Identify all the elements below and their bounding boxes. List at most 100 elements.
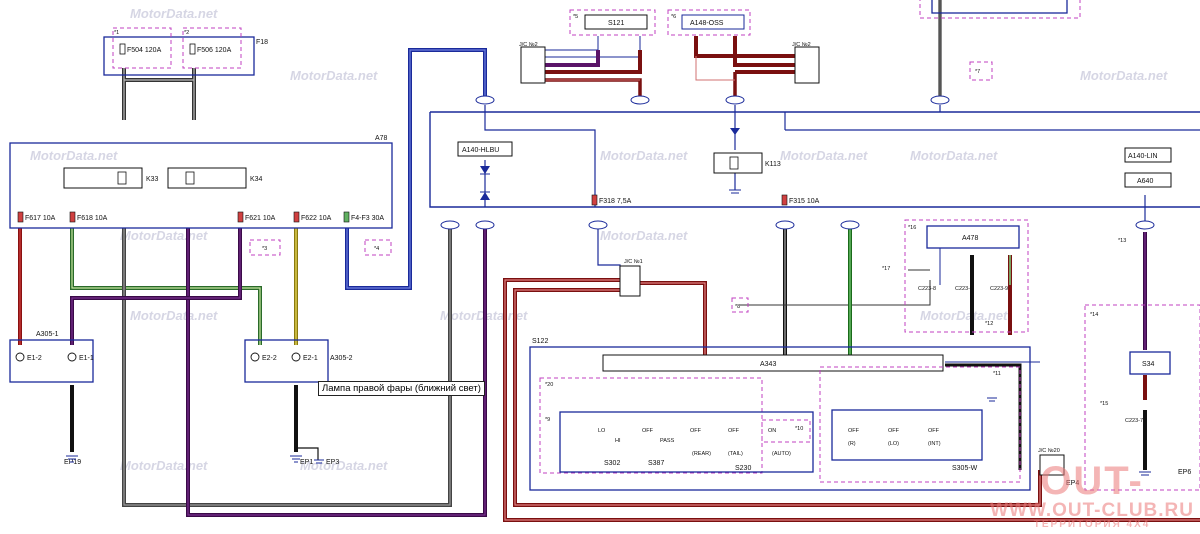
fuse-f504-label: F504 120A [127, 47, 162, 54]
relay-k34-label: K34 [250, 176, 263, 183]
c2238-label: C223-8 [918, 286, 936, 292]
lamp-e1-1-label: E1-1 [79, 355, 94, 362]
marker-10: *10 [795, 426, 803, 432]
relay-k33-label: K33 [146, 176, 159, 183]
marker-2: *2 [184, 30, 189, 36]
f18-label: F18 [256, 39, 268, 46]
watermark-text: MotorData.net [120, 228, 208, 243]
a343-label: A343 [760, 361, 776, 368]
fuse-f315: F315 10A [781, 194, 820, 206]
watermark-text: MotorData.net [910, 148, 998, 163]
fuse-f4f3-label: F4-F3 30A [351, 215, 384, 222]
module-a140-lin: A140-LIN A640 [1124, 147, 1172, 188]
sw-off2: OFF [690, 428, 702, 434]
ground-ep6-label: EP6 [1178, 469, 1191, 476]
marker-1: *1 [114, 30, 119, 36]
marker-14: *14 [1090, 312, 1098, 318]
fuse-f318-label: F318 7,5A [599, 198, 632, 205]
switch-s302-label: S302 [604, 460, 620, 467]
wires [18, 0, 1200, 522]
a305-1-label: A305-1 [36, 331, 59, 338]
ground-ep3-label: EP3 [326, 459, 339, 466]
hover-tooltip: Лампа правой фары (ближний свет) [318, 381, 485, 396]
ground-symbols [66, 189, 1151, 476]
sw-on1: ON [768, 428, 776, 434]
sw-lo2: (LO) [888, 441, 899, 447]
a640-label: A640 [1137, 178, 1153, 185]
sw-int: (INT) [928, 441, 941, 447]
headlamp-a305-1: A305-1 E1-2 E1-1 EP19 [9, 331, 94, 466]
lamp-e1-2-label: E1-2 [27, 355, 42, 362]
switch-s230-label: S230 [735, 465, 751, 472]
watermark-text: MotorData.net [120, 458, 208, 473]
watermark-text: MotorData.net [920, 308, 1008, 323]
sw-off3: OFF [728, 428, 740, 434]
fuse-f622-label: F622 10A [301, 215, 332, 222]
watermark-text: MotorData.net [300, 458, 388, 473]
fuse-f318: F318 7,5A [591, 194, 632, 206]
lamp-e2-2-label: E2-2 [262, 355, 277, 362]
s122-label: S122 [532, 338, 548, 345]
fuse-block-f18: *1 *2 F504 120A F506 120A F18 [103, 27, 268, 76]
sw-off-lo: OFF [888, 428, 900, 434]
sw-r: (R) [848, 441, 856, 447]
sw-lo: LO [598, 428, 606, 434]
switch-s305w-label: S305-W [952, 465, 978, 472]
marker-7: *7 [975, 69, 980, 75]
jc2b-label: J/C №2 [792, 42, 811, 48]
watermark-text: MotorData.net [30, 148, 118, 163]
marker-6: *6 [671, 14, 676, 20]
a478-label: A478 [962, 235, 978, 242]
fuse-f617-label: F617 10A [25, 215, 56, 222]
fuse-f315-label: F315 10A [789, 198, 820, 205]
a305-2-label: A305-2 [330, 355, 353, 362]
top-right-block: *7 [919, 0, 1081, 81]
joint-connector-jc20: J/C №20 EP4 [1038, 448, 1079, 487]
site-logo: OUT- WWW.OUT-CLUB.RU ТЕРРИТОРИЯ 4X4 [990, 461, 1194, 530]
watermark-text: MotorData.net [130, 6, 218, 21]
marker-15: *15 [1100, 401, 1108, 407]
fuse-f618-label: F618 10A [77, 215, 108, 222]
fuse-f621-label: F621 10A [245, 215, 276, 222]
logo-line-3: ТЕРРИТОРИЯ 4X4 [1033, 519, 1151, 530]
a78-label: A78 [375, 135, 388, 142]
marker-12: *12 [985, 321, 993, 327]
marker-4: *4 [374, 246, 379, 252]
marker-13: *13 [1118, 238, 1126, 244]
c2239-label: C223-9 [990, 286, 1008, 292]
switch-s122: S122 A343 *20 *9 *10 LO HI OFF PASS OFF … [529, 338, 1031, 491]
marker-17: *17 [882, 266, 890, 272]
switch-s387-label: S387 [648, 460, 664, 467]
jc1-label: J/C №1 [624, 259, 643, 265]
ground-ep4-label: EP4 [1066, 480, 1079, 487]
round-connectors [440, 95, 1155, 230]
marker-5: *5 [573, 14, 578, 20]
watermark-text: MotorData.net [600, 148, 688, 163]
junction-box-a78: A78 K33 K34 F617 10A F618 10A F621 10A F… [9, 135, 393, 256]
marker-9: *9 [545, 417, 550, 423]
joint-connector-jc1: J/C №1 *8 [619, 259, 749, 313]
sw-off-int: OFF [928, 428, 940, 434]
sw-pass: PASS [660, 438, 675, 444]
marker-3: *3 [262, 246, 267, 252]
watermark-text: MotorData.net [1080, 68, 1168, 83]
switch-s121-label: S121 [608, 20, 624, 27]
logo-line-1: OUT- [1040, 459, 1144, 503]
a140-hlbu-label: A140-HLBU [462, 147, 499, 154]
fuse-f506-label: F506 120A [197, 47, 232, 54]
jc2a-label: J/C №2 [519, 42, 538, 48]
watermark-text: MotorData.net [600, 228, 688, 243]
c2238-label-2: C223-8 [955, 286, 973, 292]
sw-off-r: OFF [848, 428, 860, 434]
a148-oss-label: A148-OSS [690, 20, 724, 27]
watermark-text: MotorData.net [780, 148, 868, 163]
module-a140-hlbu: A140-HLBU [457, 141, 513, 200]
sw-off1: OFF [642, 428, 654, 434]
headlamp-a305-2: A305-2 E2-2 E2-1 EP1 EP3 [244, 339, 353, 466]
marker-20: *20 [545, 382, 553, 388]
connector-group-top: *5 S121 *6 A148-OSS J/C №2 J/C №2 [519, 9, 820, 84]
jc20-label: J/C №20 [1038, 448, 1060, 454]
lamp-e2-1-label: E2-1 [303, 355, 318, 362]
